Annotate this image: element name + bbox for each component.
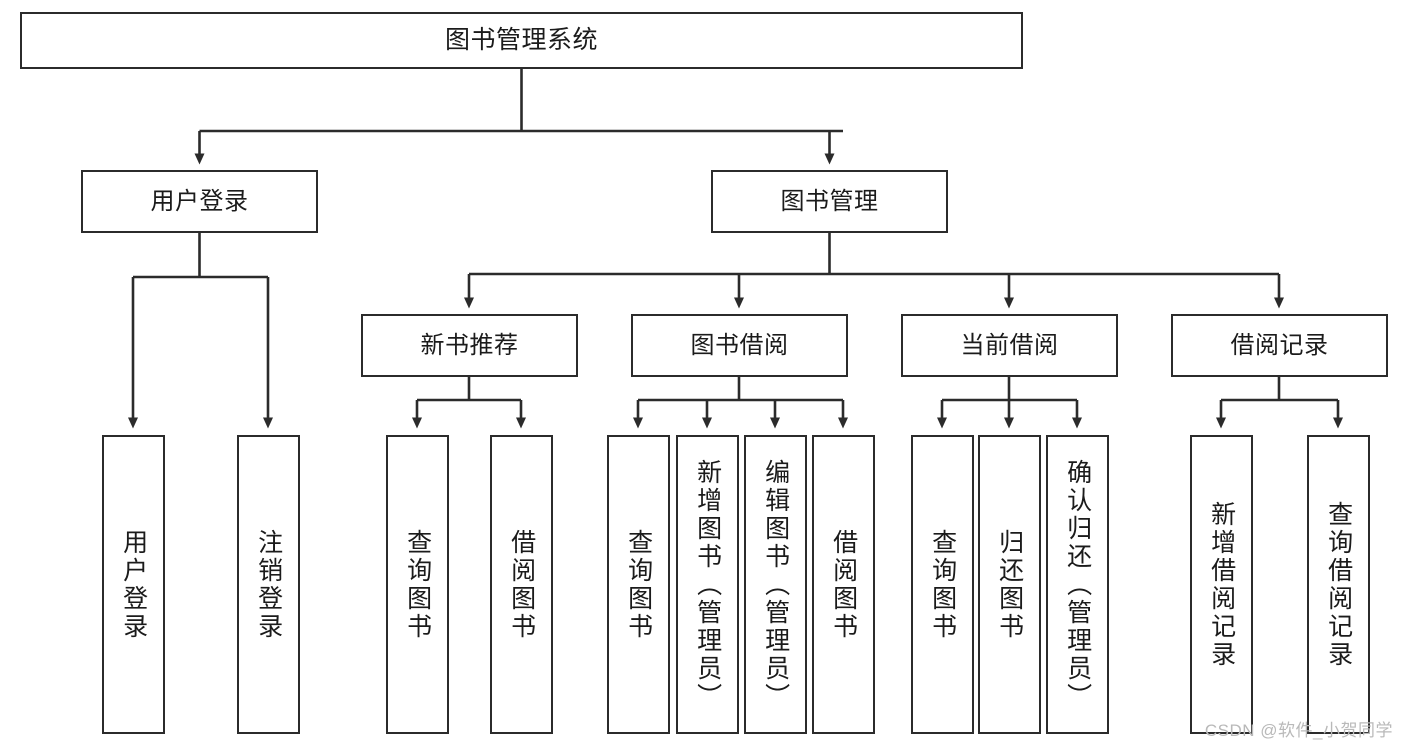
leaf-borrow-book-2[interactable]: 借阅图书: [812, 435, 875, 734]
leaf-logout-login-label: 注销登录: [254, 528, 283, 641]
node-book-borrow[interactable]: 图书借阅: [631, 314, 848, 377]
node-borrow-record-label: 借阅记录: [1230, 331, 1329, 359]
node-root[interactable]: 图书管理系统: [20, 12, 1023, 69]
node-new-book-recommend-label: 新书推荐: [420, 331, 519, 359]
leaf-query-book-2[interactable]: 查询图书: [607, 435, 670, 734]
leaf-return-book[interactable]: 归还图书: [978, 435, 1041, 734]
leaf-query-record[interactable]: 查询借阅记录: [1307, 435, 1370, 734]
node-current-borrow-label: 当前借阅: [960, 331, 1059, 359]
node-root-label: 图书管理系统: [444, 26, 598, 55]
node-borrow-record[interactable]: 借阅记录: [1171, 314, 1388, 377]
leaf-add-book[interactable]: 新增图书（管理员）: [676, 435, 739, 734]
leaf-add-book-label: 新增图书（管理员）: [693, 458, 722, 711]
leaf-confirm-return-label: 确认归还（管理员）: [1063, 458, 1092, 711]
node-user-login[interactable]: 用户登录: [81, 170, 318, 233]
leaf-query-book-3-label: 查询图书: [928, 528, 957, 641]
leaf-borrow-book-1-label: 借阅图书: [507, 528, 536, 641]
leaf-logout-login[interactable]: 注销登录: [237, 435, 300, 734]
leaf-borrow-book-2-label: 借阅图书: [829, 528, 858, 641]
leaf-user-login[interactable]: 用户登录: [102, 435, 165, 734]
leaf-return-book-label: 归还图书: [995, 528, 1024, 641]
leaf-query-record-label: 查询借阅记录: [1324, 500, 1353, 669]
leaf-query-book-1-label: 查询图书: [403, 528, 432, 641]
leaf-query-book-1[interactable]: 查询图书: [386, 435, 449, 734]
node-book-management[interactable]: 图书管理: [711, 170, 948, 233]
node-new-book-recommend[interactable]: 新书推荐: [361, 314, 578, 377]
node-book-management-label: 图书管理: [780, 187, 879, 215]
leaf-query-book-2-label: 查询图书: [624, 528, 653, 641]
node-book-borrow-label: 图书借阅: [690, 331, 789, 359]
leaf-edit-book[interactable]: 编辑图书（管理员）: [744, 435, 807, 734]
leaf-add-record-label: 新增借阅记录: [1207, 500, 1236, 669]
leaf-borrow-book-1[interactable]: 借阅图书: [490, 435, 553, 734]
leaf-add-record[interactable]: 新增借阅记录: [1190, 435, 1253, 734]
leaf-confirm-return[interactable]: 确认归还（管理员）: [1046, 435, 1109, 734]
node-current-borrow[interactable]: 当前借阅: [901, 314, 1118, 377]
leaf-edit-book-label: 编辑图书（管理员）: [761, 458, 790, 711]
leaf-query-book-3[interactable]: 查询图书: [911, 435, 974, 734]
node-user-login-label: 用户登录: [150, 187, 249, 215]
leaf-user-login-label: 用户登录: [119, 528, 148, 641]
